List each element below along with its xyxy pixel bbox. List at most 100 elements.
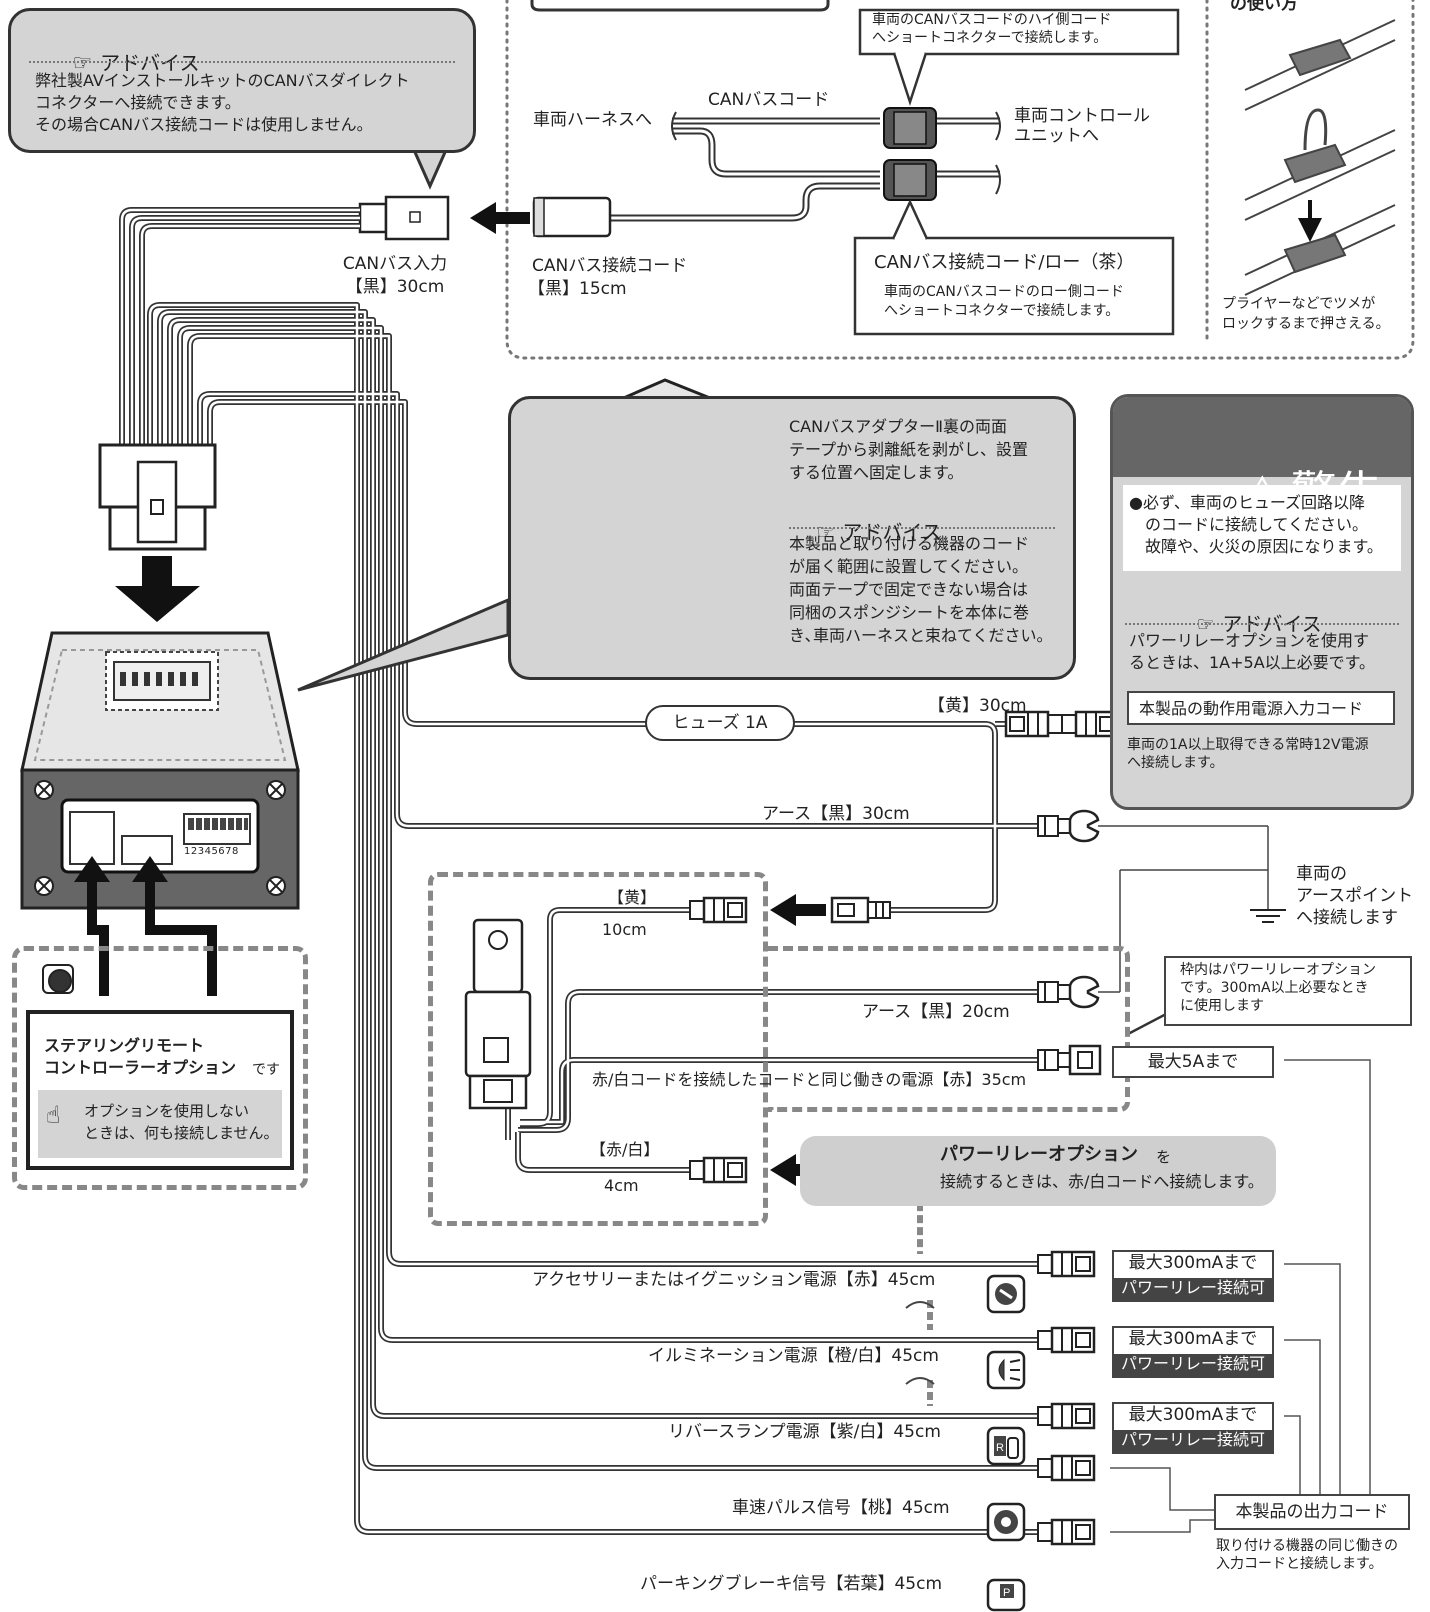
can-connect-cord-line-1: CANバス接続コード xyxy=(532,256,688,276)
output-reverse-label: リバースランプ電源【紫/白】45cm xyxy=(668,1422,941,1442)
power-input-note-line-1: 車両の1A以上取得できる常時12V電源 xyxy=(1127,737,1369,753)
power-input-note-line-2: へ接続します。 xyxy=(1127,755,1224,771)
relay-option-frame-ext xyxy=(768,946,1130,1112)
advice-line-2: コネクターへ接続できます。 xyxy=(35,93,241,112)
yellow-10cm-line-2: 10cm xyxy=(602,920,647,939)
relay-ok-3: パワーリレー接続可 xyxy=(1114,1430,1272,1452)
yellow-30cm-label: 【黄】30cm xyxy=(928,696,1027,716)
advice-heading-text: アドバイス xyxy=(100,51,200,75)
to-control-unit-line-1: 車両コントロール xyxy=(1014,106,1150,126)
steering-option-frame xyxy=(12,946,308,1190)
banner-wo: を xyxy=(1156,1148,1172,1166)
can-input-line-2: 【黒】30cm xyxy=(345,277,445,297)
power-input-label: 本製品の動作用電源入力コード xyxy=(1127,691,1395,725)
output-acc-label: アクセサリーまたはイグニッション電源【赤】45cm xyxy=(532,1270,936,1290)
yellow-10cm-line-1: 【黄】 xyxy=(608,888,657,907)
ground-point-line-1: 車両の xyxy=(1296,864,1347,884)
relay-ok-1: パワーリレー接続可 xyxy=(1114,1278,1272,1300)
max-300ma-1: 最大300mAまで xyxy=(1128,1253,1258,1273)
dip-switch-numbers: 12345678 xyxy=(184,846,239,857)
hi-note-line-2: へショートコネクターで接続します。 xyxy=(872,30,1108,46)
advice-line-3: その場合CANバス接続コードは使用しません。 xyxy=(35,115,373,134)
advice-line-1: 弊社製AVインストールキットのCANバスダイレクト xyxy=(35,71,410,90)
to-vehicle-harness: 車両ハーネスへ xyxy=(533,110,652,130)
reverse-gear-icon: R xyxy=(994,1436,1019,1459)
max-300ma-3: 最大300mAまで xyxy=(1128,1405,1258,1425)
usage-note-line-2: ロックするまで押さえる。 xyxy=(1222,316,1390,332)
redwhite-4cm-line-1: 【赤/白】 xyxy=(590,1140,660,1159)
svg-text:P: P xyxy=(1003,1587,1010,1599)
advice-heading: ☞ アドバイス xyxy=(47,25,200,103)
output-parking-brake-label: パーキングブレーキ信号【若葉】45cm xyxy=(640,1574,943,1594)
steering-wheel-icon xyxy=(42,964,74,994)
install-advice-line-1: 本製品と取り付ける機器のコード xyxy=(789,534,1030,553)
relay-option-frame xyxy=(428,872,768,1226)
ground-20cm-label: アース【黒】20cm xyxy=(862,1002,1010,1022)
install-callout: CANバスアダプターⅡ裏の両面 テープから剥離紙を剥がし、設置 する位置へ固定し… xyxy=(508,396,1076,680)
install-advice-heading-text: アドバイス xyxy=(842,520,942,544)
steering-note-box: ☝ オプションを使用しない ときは、何も接続しません。 xyxy=(38,1090,282,1158)
lo-cord-title: CANバス接続コード/ロー（茶） xyxy=(874,252,1135,273)
banner-title: パワーリレーオプション xyxy=(940,1144,1138,1165)
max-300ma-2: 最大300mAまで xyxy=(1128,1329,1258,1349)
install-line-3: する位置へ固定します。 xyxy=(789,463,964,482)
install-line-1: CANバスアダプターⅡ裏の両面 xyxy=(789,417,1007,436)
ground-point-line-2: アースポイント xyxy=(1296,886,1414,906)
frame-note-line-2: です。300mA以上必要なとき xyxy=(1180,980,1369,996)
max-300ma-box-2: 最大300mAまで パワーリレー接続可 xyxy=(1112,1326,1274,1378)
max-300ma-box-1: 最大300mAまで パワーリレー接続可 xyxy=(1112,1250,1274,1302)
ground-point-line-3: へ接続します xyxy=(1296,908,1398,928)
top-advice-callout: ☞ アドバイス 弊社製AVインストールキットのCANバスダイレクト コネクターへ接… xyxy=(8,8,476,153)
relay-ok-2: パワーリレー接続可 xyxy=(1114,1354,1272,1376)
max-5a-label: 最大5Aまで xyxy=(1112,1046,1274,1078)
output-cord-note-line-2: 入力コードと接続します。 xyxy=(1216,1556,1383,1572)
to-control-unit-line-2: ユニットへ xyxy=(1014,126,1099,146)
ignition-key-icon xyxy=(995,1283,1017,1305)
output-illumination-label: イルミネーション電源【橙/白】45cm xyxy=(648,1346,939,1366)
power-relay-banner: パワーリレーオプション を 接続するときは、赤/白コードへ接続します。 xyxy=(800,1136,1276,1206)
lo-note-line-1: 車両のCANバスコードのロー側コード xyxy=(884,284,1124,300)
pointing-hand-icon: ☞ xyxy=(816,520,835,544)
warning-line-3: 故障や、火災の原因になります。 xyxy=(1129,537,1383,556)
frame-note-box: 枠内はパワーリレーオプション です。300mA以上必要なとき に使用します xyxy=(1164,956,1412,1026)
steering-title-line-1: ステアリングリモート xyxy=(44,1036,205,1055)
max-300ma-box-3: 最大300mAまで パワーリレー接続可 xyxy=(1112,1402,1274,1454)
warning-box: ⚠警告 ●必ず、車両のヒューズ回路以降 のコードに接続してください。 故障や、火… xyxy=(1110,394,1414,810)
output-cord-label: 本製品の出力コード xyxy=(1214,1494,1410,1530)
warning-advice-line-1: パワーリレーオプションを使用す xyxy=(1129,631,1370,650)
banner-subtext: 接続するときは、赤/白コードへ接続します。 xyxy=(940,1172,1264,1191)
headlight-icon xyxy=(998,1358,1021,1382)
pointing-hand-icon: ☞ xyxy=(72,51,93,76)
svg-text:R: R xyxy=(996,1442,1004,1454)
can-input-line-1: CANバス入力 xyxy=(342,254,448,274)
redwhite-4cm-line-2: 4cm xyxy=(604,1176,639,1195)
output-speed-pulse-label: 車速パルス信号【桃】45cm xyxy=(732,1498,950,1518)
steering-option-box: ステアリングリモート コントローラーオプション です ☝ オプションを使用しない… xyxy=(26,1010,294,1170)
install-advice-line-5: き､車両ハーネスと束ねてください。 xyxy=(789,626,1053,645)
install-advice-line-3: 両面テープで固定できない場合は xyxy=(789,580,1029,599)
lo-note-line-2: へショートコネクターで接続します。 xyxy=(884,303,1120,319)
warning-line-1: ●必ず、車両のヒューズ回路以降 xyxy=(1129,493,1366,512)
fuse-1a: ヒューズ 1A xyxy=(645,705,795,741)
usage-heading: の使い方 xyxy=(1230,0,1298,14)
hi-note-line-1: 車両のCANバスコードのハイ側コード xyxy=(872,12,1112,28)
output-cord-note-line-1: 取り付ける機器の同じ働きの xyxy=(1216,1538,1398,1554)
steering-note-line-2: ときは、何も接続しません。 xyxy=(84,1124,279,1142)
install-advice-line-2: が届く範囲に設置してください。 xyxy=(789,557,1029,576)
steering-desu: です xyxy=(252,1062,280,1078)
warning-line-2: のコードに接続してください。 xyxy=(1129,515,1369,534)
red-35cm-label: 赤/白コードを接続したコードと同じ働きの電源【赤】35cm xyxy=(592,1070,1027,1089)
install-advice-heading: ☞ アドバイス xyxy=(791,495,942,570)
frame-note-line-1: 枠内はパワーリレーオプション xyxy=(1180,962,1376,978)
parking-brake-icon: P xyxy=(1000,1584,1014,1599)
frame-note-line-3: に使用します xyxy=(1180,998,1264,1014)
warning-advice-line-2: るときは、1A+5A以上必要です。 xyxy=(1129,653,1376,672)
steering-title-line-2: コントローラーオプション xyxy=(44,1058,237,1077)
can-cord-label: CANバスコード xyxy=(708,90,830,110)
tire-icon xyxy=(994,1510,1018,1534)
install-line-2: テープから剥離紙を剥がし、設置 xyxy=(789,440,1029,459)
steering-note-line-1: オプションを使用しない xyxy=(84,1102,250,1120)
ground-30cm-label: アース【黒】30cm xyxy=(762,804,910,824)
